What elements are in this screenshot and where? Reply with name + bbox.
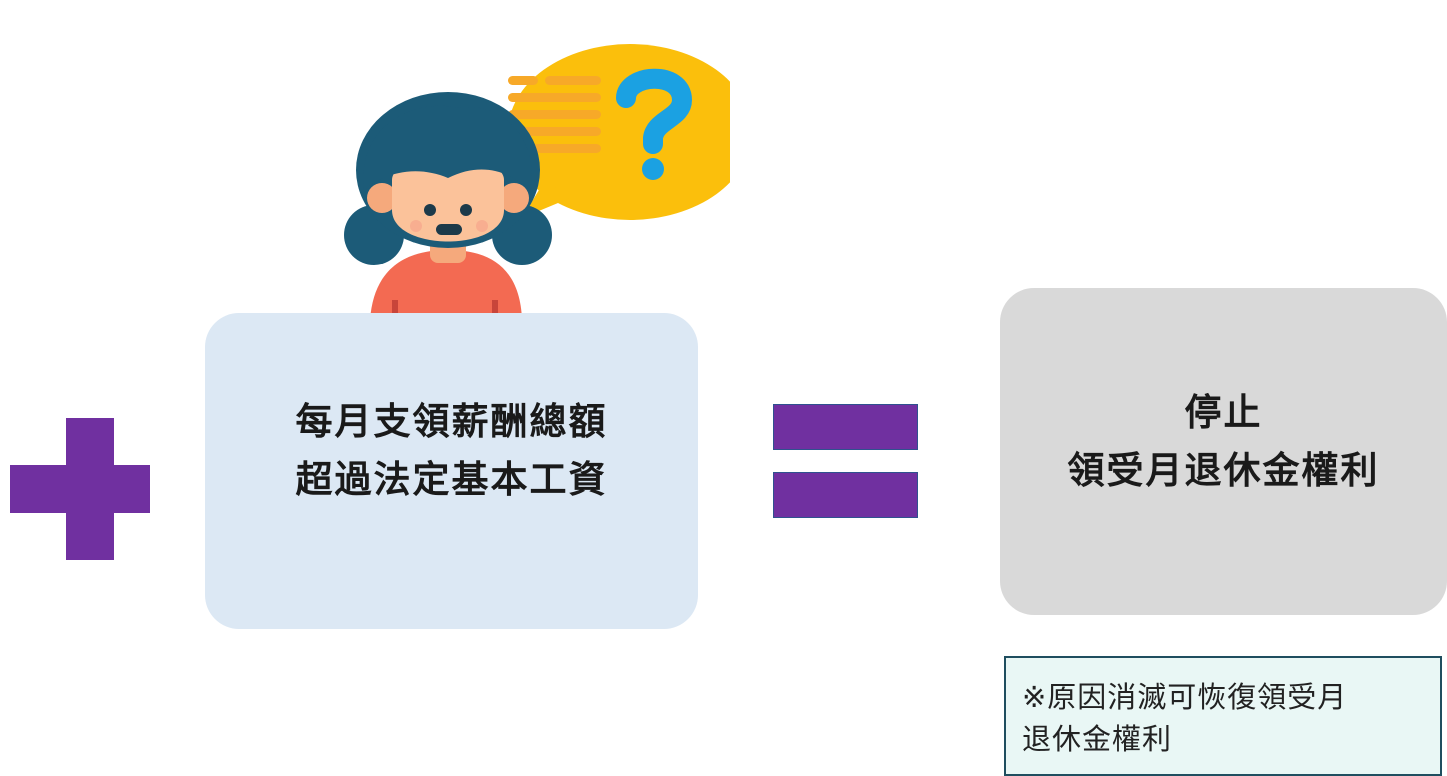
condition-box: 每月支領薪酬總額 超過法定基本工資: [205, 313, 698, 629]
note-line-2: 退休金權利: [1022, 722, 1173, 756]
plus-icon: [10, 418, 150, 560]
girl-with-question-bubble-icon: [344, 44, 730, 320]
note-box: ※原因消滅可恢復領受月 退休金權利: [1004, 656, 1442, 776]
question-mark-icon: [616, 68, 693, 180]
equals-top-bar: [773, 404, 918, 450]
condition-line-1: 每月支領薪酬總額: [295, 400, 608, 443]
result-line-1: 停止: [1184, 390, 1263, 434]
equals-bottom-bar: [773, 472, 918, 518]
speech-bubble-icon: [508, 44, 730, 220]
result-line-2: 領受月退休金權利: [1067, 448, 1380, 492]
plus-vertical-bar: [66, 418, 114, 560]
result-box: 停止 領受月退休金權利: [1000, 288, 1447, 615]
note-line-1: ※原因消滅可恢復領受月: [1022, 680, 1348, 714]
equals-icon: [773, 404, 918, 518]
condition-line-2: 超過法定基本工資: [295, 458, 608, 501]
